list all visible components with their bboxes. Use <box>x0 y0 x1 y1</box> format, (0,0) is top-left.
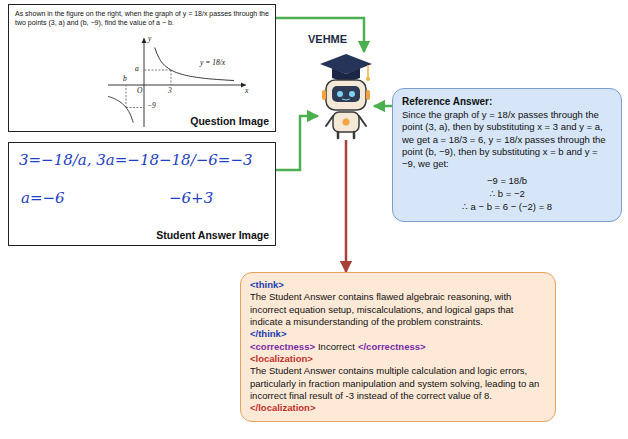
node-text: a=−6 <box>21 189 65 207</box>
text-line: The Student Answer contains multiple cal… <box>250 365 546 414</box>
graph-label: 3 <box>168 87 172 95</box>
graph-label: y <box>148 35 151 43</box>
text-line: <localization> <box>250 353 546 365</box>
graph-label: y = 18/x <box>200 59 225 67</box>
text-line: </think> <box>250 328 546 340</box>
graph-label: b <box>123 75 127 83</box>
node-text: Student Answer Image <box>156 229 269 241</box>
graph-label: a <box>135 65 139 73</box>
text-line: The Student Answer contains flawed algeb… <box>250 291 546 328</box>
reference-answer-box: Reference Answer: Since the graph of y = … <box>392 88 622 222</box>
text-line: <think> <box>250 279 546 291</box>
node-text: ∴ b = −2 <box>402 187 612 200</box>
flow-arrow <box>276 18 364 52</box>
node-text: ∴ a − b = 6 − (−2) = 8 <box>402 200 612 213</box>
output-tag: <localization> <box>250 353 313 364</box>
output-tag: <think> <box>250 279 284 290</box>
node-text: Since the graph of y = 18/x passes throu… <box>402 109 612 171</box>
graph-label: −9 <box>147 102 156 110</box>
node-text: 3=−18/a, 3a=−18 <box>19 151 159 169</box>
question-image-box: As shown in the figure on the right, whe… <box>8 4 276 132</box>
vehme-robot: VEHME <box>318 52 374 140</box>
node-text: −18/−6=−3 <box>159 151 253 169</box>
box-heading: Reference Answer: <box>402 96 612 107</box>
output-tag: </think> <box>250 328 286 339</box>
output-tag: </localization> <box>250 402 315 413</box>
node-text: Question Image <box>190 115 269 127</box>
flow-arrow <box>276 116 318 170</box>
output-text: Incorrect <box>318 341 355 352</box>
robot-icon <box>318 52 374 140</box>
graph-label: x <box>245 87 248 95</box>
node-text: As shown in the figure on the right, whe… <box>15 9 271 27</box>
graph-label: O <box>137 87 142 95</box>
node-text: −6+3 <box>169 189 213 207</box>
student-answer-box: 3=−18/a, 3a=−18 a=−6 −18/−6=−3 −6+3Student … <box>8 142 276 246</box>
model-output-box: <think>The Student Answer contains flawe… <box>240 272 556 422</box>
output-tag: </correctness> <box>358 341 426 352</box>
output-text: The Student Answer contains flawed algeb… <box>250 291 514 327</box>
flow-arrow <box>374 105 392 108</box>
node-text: VEHME <box>308 33 347 45</box>
node-text: −9 = 18/b <box>402 174 612 187</box>
flow-arrow <box>345 140 348 272</box>
text-line: <correctness>Incorrect</correctness> <box>250 341 546 353</box>
output-text: The Student Answer contains multiple cal… <box>250 365 539 401</box>
output-tag: <correctness> <box>250 341 315 352</box>
